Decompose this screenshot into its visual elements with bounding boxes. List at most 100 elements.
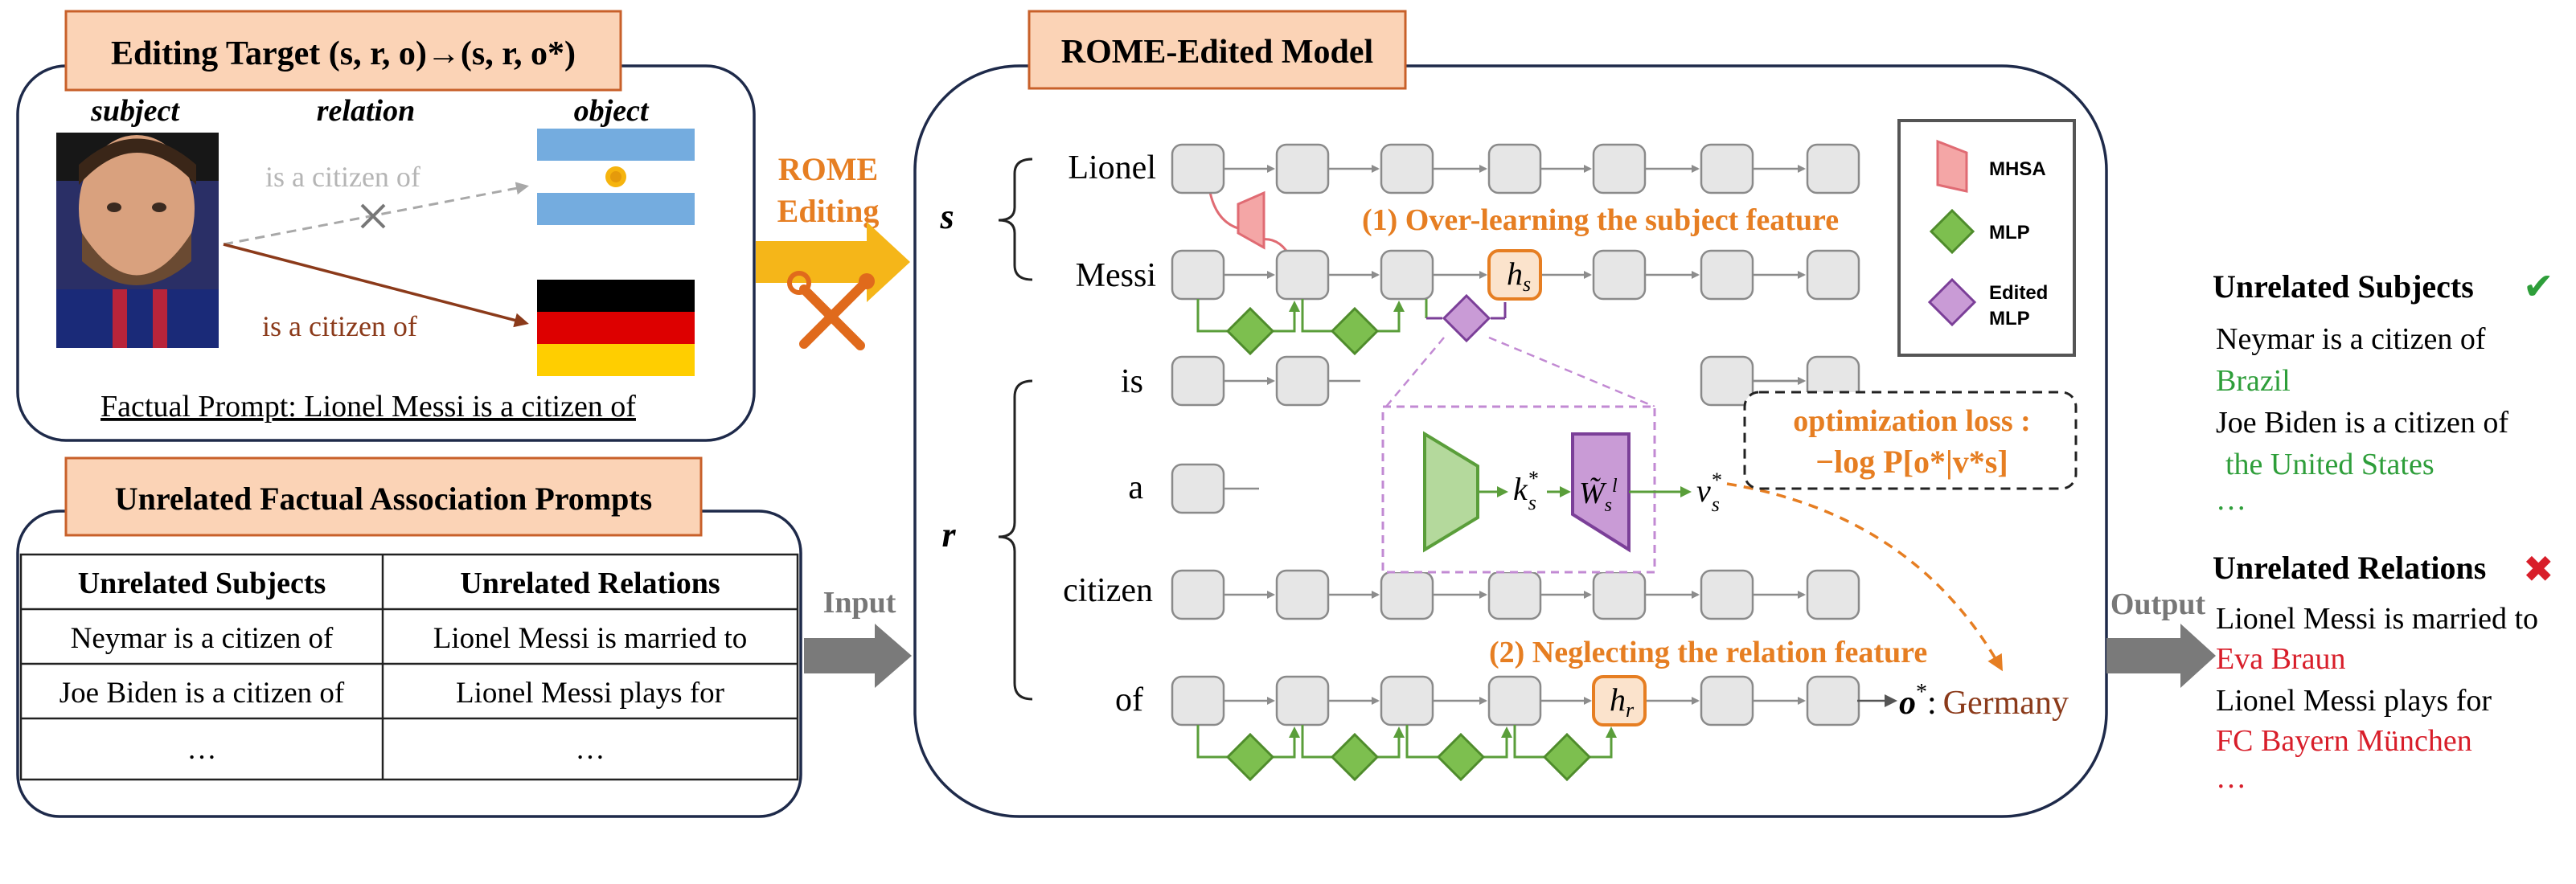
result-ellipsis: …: [2216, 761, 2246, 795]
relation-label: relation: [317, 94, 415, 128]
transformer-node: [1592, 249, 1647, 301]
token-label: citizen: [1063, 572, 1153, 609]
output-label: Output: [2110, 587, 2206, 621]
model-panel: ROME-Edited Model s r Lionel Messi is a …: [913, 10, 2108, 818]
loss-formula: −log P[o*|v*s]: [1815, 444, 2008, 480]
mlp-connector: [1196, 725, 1229, 759]
new-relation-text: is a citizen of: [262, 310, 417, 342]
transformer-node: [1171, 675, 1225, 726]
transformer-node: [1700, 569, 1754, 620]
subject-portrait: [56, 133, 219, 348]
argentina-flag-icon: [537, 129, 695, 225]
mlp-key-layer-icon: [1423, 431, 1479, 553]
table-header-relations: Unrelated Relations: [460, 567, 720, 600]
rome-editing-arrow-icon: [756, 222, 910, 302]
table-cell: …: [187, 733, 217, 766]
ws-label: W̃sl: [1579, 476, 1618, 516]
output-step: Output: [2106, 587, 2216, 688]
unrelated-prompts-header: [64, 456, 703, 537]
check-icon: ✔: [2523, 265, 2554, 307]
unrelated-prompts-title: Unrelated Factual Association Prompts: [115, 481, 653, 517]
rome-editing-line2: Editing: [777, 193, 880, 229]
transformer-node: [1275, 569, 1330, 620]
mlp-connector: [1271, 726, 1300, 759]
transformer-node: [1380, 675, 1434, 726]
result-answer: Brazil: [2216, 364, 2291, 398]
result-answer: Eva Braun: [2216, 642, 2345, 676]
cross-mark-icon: ✖: [2523, 548, 2554, 590]
transformer-node: [1487, 571, 1542, 620]
transformer-node: [1171, 569, 1225, 620]
model-header: [1028, 10, 1407, 90]
hs-label: hs: [1507, 256, 1531, 296]
tools-icon: [787, 271, 875, 350]
note-over-learning: (1) Over-learning the subject feature: [1362, 203, 1839, 237]
transformer-node: [1806, 143, 1860, 194]
new-relation-arrow: [223, 243, 529, 328]
subject-brace: [998, 158, 1033, 281]
transformer-node: [1171, 355, 1225, 407]
optimization-curve: [1726, 482, 2003, 672]
legend-mhsa: MHSA: [1989, 158, 2046, 180]
note-neglecting: (2) Neglecting the relation feature: [1489, 636, 1927, 669]
result-prompt: Neymar is a citizen of: [2216, 322, 2486, 356]
mlp-diamond-icon: [1542, 732, 1592, 782]
transformer-node: [1700, 143, 1754, 194]
mhsa-block-icon: [1237, 190, 1265, 250]
mlp-diamond-icon: [1330, 306, 1380, 356]
transformer-node: [1275, 249, 1330, 301]
model-frame: [913, 64, 2108, 818]
transformer-node: [1380, 143, 1434, 194]
input-label: Input: [823, 586, 896, 620]
model-title: ROME-Edited Model: [1061, 34, 1373, 71]
transformer-node: [1275, 675, 1330, 726]
cross-icon: [360, 203, 386, 229]
token-label: is: [1121, 363, 1143, 400]
transformer-node: [1171, 463, 1225, 514]
mlp-connector: [1513, 725, 1546, 759]
editing-target-title: Editing Target (s, r, o)→(s, r, o*): [111, 35, 576, 72]
unrelated-prompts-panel: Unrelated Factual Association Prompts Un…: [16, 456, 802, 818]
transformer-node: [1487, 143, 1542, 194]
result-ellipsis: …: [2216, 483, 2246, 517]
ks-label: k*s: [1513, 467, 1538, 514]
mhsa-legend-icon: [1936, 139, 1968, 193]
old-relation-text: is a citizen of: [265, 161, 420, 193]
table-header-subjects: Unrelated Subjects: [78, 567, 326, 600]
mlp-legend-icon: [1929, 208, 1975, 255]
result-prompt: Joe Biden is a citizen of: [2216, 406, 2508, 440]
s-label: s: [939, 197, 954, 236]
legend-mlp: MLP: [1989, 222, 2030, 244]
table-cell: Lionel Messi is married to: [433, 622, 748, 655]
rome-editing-line1: ROME: [778, 151, 878, 187]
transformer-node: [1380, 571, 1434, 620]
rome-editing-step: ROME Editing: [756, 151, 910, 350]
table-cell: Neymar is a citizen of: [71, 622, 334, 655]
legend-edited-line2: MLP: [1989, 308, 2030, 329]
mlp-connector: [1482, 726, 1512, 759]
mlp-connector: [1301, 725, 1334, 759]
hr-label: hr: [1610, 681, 1635, 722]
token-label: Lionel: [1068, 149, 1156, 186]
mlp-diamond-icon: [1330, 732, 1380, 782]
mlp-branches: [1196, 299, 1617, 782]
transformer-node: [1806, 569, 1860, 620]
result-prompt: Lionel Messi plays for: [2216, 684, 2492, 718]
results-relations-title: Unrelated Relations: [2213, 550, 2486, 586]
mlp-connector: [1271, 301, 1300, 333]
loss-title: optimization loss :: [1793, 404, 2031, 438]
transformer-node: [1592, 143, 1647, 194]
mlp-connector: [1376, 726, 1405, 759]
mlp-connector: [1301, 299, 1334, 333]
subject-label: subject: [90, 94, 180, 128]
output-arrow-icon: [2106, 624, 2216, 688]
transformer-node: [1700, 249, 1754, 301]
token-label: a: [1128, 469, 1143, 506]
transformer-node: [1171, 249, 1225, 301]
table-cell: …: [576, 733, 605, 766]
table-cell: Lionel Messi plays for: [456, 677, 724, 710]
hr-node: [1592, 675, 1647, 726]
mlp-connector: [1588, 726, 1617, 759]
mlp-connector: [1405, 725, 1440, 759]
